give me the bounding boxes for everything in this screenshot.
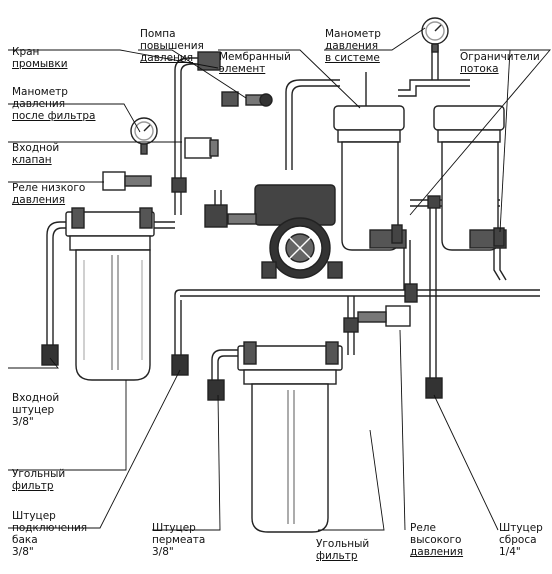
inlet-valve — [184, 137, 212, 159]
inlet-fitting — [41, 344, 59, 366]
callout-lines — [8, 27, 551, 531]
bottom-carbon-filter — [237, 341, 343, 533]
system-pressure-gauge — [421, 17, 449, 53]
left-carbon-filter — [65, 207, 155, 381]
membrane-housing-left — [333, 72, 407, 251]
flow-restrictor-right — [493, 227, 505, 247]
booster-pump — [204, 184, 343, 279]
pressure-gauge-after-filter — [130, 117, 158, 155]
tank-fitting — [171, 354, 189, 376]
low-pressure-switch — [102, 171, 126, 191]
flow-restrictor-left — [391, 224, 403, 244]
high-pressure-switch — [385, 305, 411, 327]
drain-fitting — [425, 377, 443, 399]
permeate-fitting — [207, 379, 225, 401]
water-filter-schematic — [8, 17, 551, 533]
